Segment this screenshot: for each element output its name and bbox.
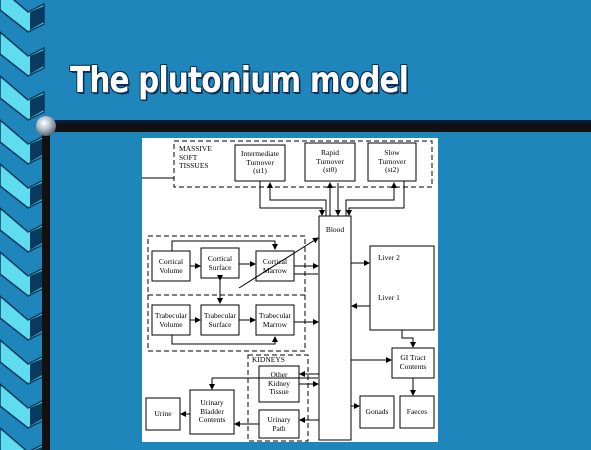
rapid-turnover-box <box>304 142 356 182</box>
spiral-loop-shadow <box>30 314 44 338</box>
spiral-loop-shadow <box>30 226 44 250</box>
gi-tract-contents-label: GI Tract Contents <box>399 353 427 371</box>
gonads-label: Gonads <box>365 407 389 416</box>
urine-label: Urine <box>154 409 172 418</box>
spiral-loop-shadow <box>30 50 44 74</box>
spiral-binding-decoration <box>0 0 45 450</box>
other-kidney-tissue-label: Other Kidney Tissue <box>267 370 291 396</box>
kidneys-label: KIDNEYS <box>252 355 285 364</box>
massive-soft-tissues-group <box>173 140 433 188</box>
liver-1-label: Liver 1 <box>378 293 400 302</box>
liver-2-label: Liver 2 <box>378 253 400 262</box>
trabecular-marrow-box <box>255 304 295 336</box>
horizontal-rule <box>46 120 591 132</box>
trabecular-surface-box <box>200 304 240 336</box>
spiral-loop-shadow <box>34 446 44 450</box>
compartment-diagram: MASSIVE SOFT TISSUES Intermediate Turnov… <box>142 138 438 442</box>
cortical-marrow-label: Cortical Marrow <box>262 257 288 275</box>
liver-box <box>369 245 435 331</box>
kidneys-group <box>247 354 309 442</box>
rule-knob <box>36 116 56 136</box>
urine-box <box>145 397 181 431</box>
urinary-path-label: Urinary Path <box>267 415 291 433</box>
cortical-marrow-box <box>255 250 295 282</box>
spiral-loop-shadow <box>30 402 44 426</box>
other-kidney-tissue-box <box>258 365 300 403</box>
intermediate-turnover-label: Intermediate Turnover (st1) <box>241 149 279 175</box>
cortical-surface-box <box>200 247 240 279</box>
diagram-lines <box>142 140 435 442</box>
spiral-loop-shadow <box>30 270 44 294</box>
diagram-arrows <box>142 177 416 427</box>
spiral-loop <box>0 427 45 450</box>
trabecular-marrow-label: Trabecular Marrow <box>258 311 292 329</box>
slide-title: The plutonium model <box>70 60 409 101</box>
slow-turnover-label: Slow Turnover (st2) <box>378 148 406 174</box>
urinary-bladder-label: Urinary Bladder Contents <box>198 398 226 424</box>
cortical-volume-label: Cortical Volume <box>158 257 184 275</box>
blood-box <box>318 215 352 441</box>
trabecular-volume-box <box>151 304 191 336</box>
urinary-path-box <box>258 409 300 439</box>
slow-turnover-box <box>367 142 417 182</box>
trabecular-volume-label: Trabecular Volume <box>154 311 188 329</box>
spiral-loop-shadow <box>30 6 44 30</box>
rapid-turnover-label: Rapid Turnover (st0) <box>316 148 344 174</box>
blood-label: Blood <box>325 225 345 234</box>
spiral-loop-shadow <box>30 358 44 382</box>
gi-tract-contents-box <box>391 347 435 379</box>
spiral-loop-shadow <box>30 94 44 118</box>
faeces-box <box>399 395 435 429</box>
intermediate-turnover-box <box>234 144 286 182</box>
spiral-loop-shadow <box>30 182 44 206</box>
cortical-volume-box <box>151 250 191 282</box>
urinary-bladder-box <box>189 389 235 435</box>
gonads-box <box>359 395 395 429</box>
faeces-label: Faeces <box>406 407 428 416</box>
vertical-rule <box>42 120 50 450</box>
cortical-surface-label: Cortical Surface <box>207 254 233 272</box>
massive-soft-tissues-label: MASSIVE SOFT TISSUES <box>179 144 212 170</box>
trabecular-surface-label: Trabecular Surface <box>203 311 237 329</box>
spiral-loop-shadow <box>30 138 44 162</box>
